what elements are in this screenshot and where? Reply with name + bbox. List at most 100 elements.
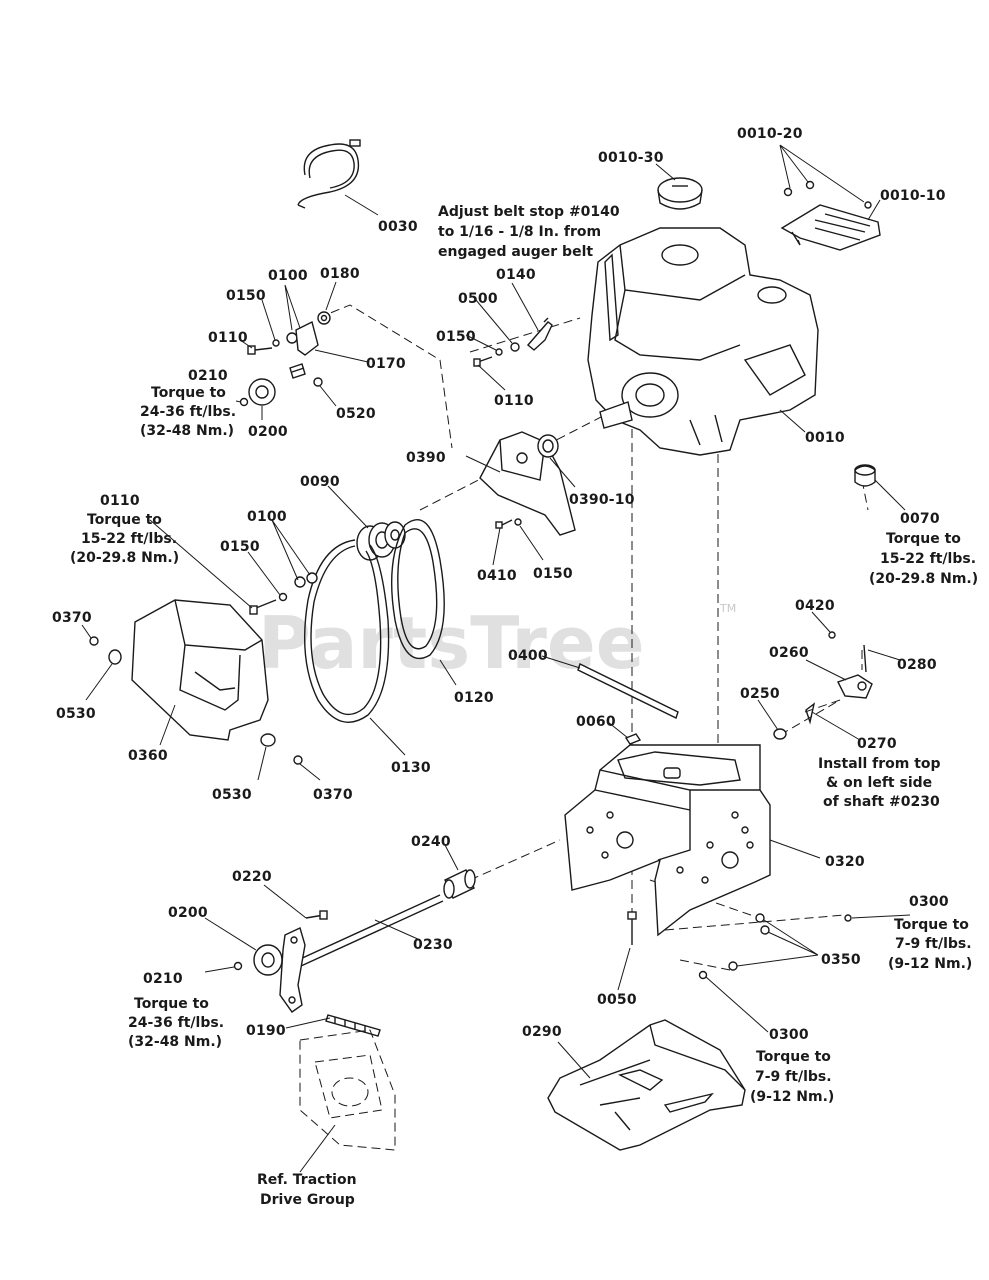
label-0210-top: 0210 — [188, 368, 228, 384]
note-torque-0110-line-1: Torque to — [87, 512, 162, 528]
label-0120: 0120 — [454, 690, 494, 706]
traction-drive-reference-drawing[interactable] — [299, 1029, 396, 1151]
label-0110-belt-stop: 0110 — [494, 393, 534, 409]
note-torque-0210-bottom-line-1: Torque to — [134, 996, 209, 1012]
label-0050: 0050 — [597, 992, 637, 1008]
note-torque-0210-top-line-1: Torque to — [151, 385, 226, 401]
label-0390: 0390 — [406, 450, 446, 466]
label-0110-mid: 0110 — [100, 493, 140, 509]
belts-drawing[interactable] — [303, 519, 445, 723]
cable-drawing[interactable] — [297, 139, 361, 209]
label-0180: 0180 — [320, 266, 360, 282]
note-belt-stop-line-2: to 1/16 - 1/8 In. from — [438, 224, 601, 240]
bearing-drawing[interactable] — [443, 869, 476, 899]
note-torque-0210-top-line-2: 24-36 ft/lbs. — [140, 404, 236, 420]
idler-assembly-bottom-drawing[interactable] — [233, 927, 381, 1037]
notes: Adjust belt stop #0140 to 1/16 - 1/8 In.… — [70, 204, 978, 1208]
label-0010-10: 0010-10 — [880, 188, 946, 204]
label-0130: 0130 — [391, 760, 431, 776]
label-0070: 0070 — [900, 511, 940, 527]
label-0100-top: 0100 — [268, 268, 308, 284]
label-0400: 0400 — [508, 648, 548, 664]
lever-assembly-drawing[interactable] — [773, 631, 873, 740]
label-0220: 0220 — [232, 869, 272, 885]
bracket-drawing[interactable] — [479, 431, 576, 536]
gas-cap-drawing[interactable] — [657, 177, 703, 210]
note-torque-0300-top-line-3: (9-12 Nm.) — [888, 956, 972, 972]
note-torque-0210-bottom-line-2: 24-36 ft/lbs. — [128, 1015, 224, 1031]
label-0110-top: 0110 — [208, 330, 248, 346]
part-labels: 0010-30 0010-20 0010-10 0030 0100 0180 0… — [52, 126, 949, 1043]
label-0200-top: 0200 — [248, 424, 288, 440]
label-0060: 0060 — [576, 714, 616, 730]
note-torque-0110-line-3: (20-29.8 Nm.) — [70, 550, 179, 566]
label-0520: 0520 — [336, 406, 376, 422]
note-install-0270-line-3: of shaft #0230 — [823, 794, 940, 810]
note-torque-0070-line-2: 15-22 ft/lbs. — [880, 551, 976, 567]
label-0200-bottom: 0200 — [168, 905, 208, 921]
frame-bolts-drawing[interactable] — [627, 911, 852, 980]
hardware-left-drawing[interactable] — [249, 572, 318, 615]
note-torque-0300-bottom-line-1: Torque to — [756, 1049, 831, 1065]
label-0500: 0500 — [458, 291, 498, 307]
shield-plate-drawing[interactable] — [780, 180, 881, 251]
washer-0060-drawing[interactable] — [624, 733, 642, 745]
label-0370-left: 0370 — [52, 610, 92, 626]
note-torque-0210-top-line-3: (32-48 Nm.) — [140, 423, 234, 439]
note-torque-0110-line-2: 15-22 ft/lbs. — [81, 531, 177, 547]
label-0530-bottom: 0530 — [212, 787, 252, 803]
label-0030: 0030 — [378, 219, 418, 235]
belt-stop-drawing[interactable] — [473, 317, 553, 367]
watermark-trademark: TM — [719, 602, 736, 615]
label-0530-left: 0530 — [56, 706, 96, 722]
label-0370-bottom: 0370 — [313, 787, 353, 803]
shaft-drawing[interactable] — [297, 894, 444, 967]
label-0300-top: 0300 — [909, 894, 949, 910]
label-0350: 0350 — [821, 952, 861, 968]
label-0320: 0320 — [825, 854, 865, 870]
label-0250: 0250 — [740, 686, 780, 702]
idler-assembly-top-drawing[interactable] — [239, 311, 331, 407]
note-traction-ref-line-1: Ref. Traction — [257, 1172, 357, 1188]
label-0410: 0410 — [477, 568, 517, 584]
label-0010: 0010 — [805, 430, 845, 446]
rod-drawing[interactable] — [577, 663, 679, 719]
frame-drawing[interactable] — [564, 744, 771, 937]
nut-0070-drawing[interactable] — [854, 464, 876, 487]
belt-cover-drawing[interactable] — [89, 599, 303, 765]
skid-plate-drawing[interactable] — [547, 1019, 746, 1151]
note-torque-0300-top-line-2: 7-9 ft/lbs. — [895, 936, 972, 952]
label-0170: 0170 — [366, 356, 406, 372]
label-0190: 0190 — [246, 1023, 286, 1039]
note-torque-0070-line-1: Torque to — [886, 531, 961, 547]
label-0150-mid: 0150 — [220, 539, 260, 555]
note-install-0270-line-2: & on left side — [826, 775, 932, 791]
engine-drawing[interactable] — [587, 227, 819, 456]
note-belt-stop-line-3: engaged auger belt — [438, 244, 593, 260]
label-0150-bracket: 0150 — [533, 566, 573, 582]
note-belt-stop-line-1: Adjust belt stop #0140 — [438, 204, 620, 220]
label-0300-bottom: 0300 — [769, 1027, 809, 1043]
pulley-drawing[interactable] — [356, 521, 406, 561]
label-0150-top: 0150 — [226, 288, 266, 304]
label-0140: 0140 — [496, 267, 536, 283]
label-0290: 0290 — [522, 1024, 562, 1040]
label-0210-bottom: 0210 — [143, 971, 183, 987]
note-torque-0300-bottom-line-2: 7-9 ft/lbs. — [755, 1069, 832, 1085]
note-torque-0210-bottom-line-3: (32-48 Nm.) — [128, 1034, 222, 1050]
label-0240: 0240 — [411, 834, 451, 850]
label-0360: 0360 — [128, 748, 168, 764]
label-0010-20: 0010-20 — [737, 126, 803, 142]
note-install-0270-line-1: Install from top — [818, 756, 941, 772]
note-torque-0300-top-line-1: Torque to — [894, 917, 969, 933]
bolt-0220-drawing[interactable] — [305, 910, 328, 920]
label-0390-10: 0390-10 — [569, 492, 635, 508]
leader-lines — [81, 144, 911, 1173]
label-0010-30: 0010-30 — [598, 150, 664, 166]
label-0260: 0260 — [769, 645, 809, 661]
note-torque-0070-line-3: (20-29.8 Nm.) — [869, 571, 978, 587]
note-torque-0300-bottom-line-3: (9-12 Nm.) — [750, 1089, 834, 1105]
label-0100-mid: 0100 — [247, 509, 287, 525]
note-traction-ref-line-2: Drive Group — [260, 1192, 355, 1208]
